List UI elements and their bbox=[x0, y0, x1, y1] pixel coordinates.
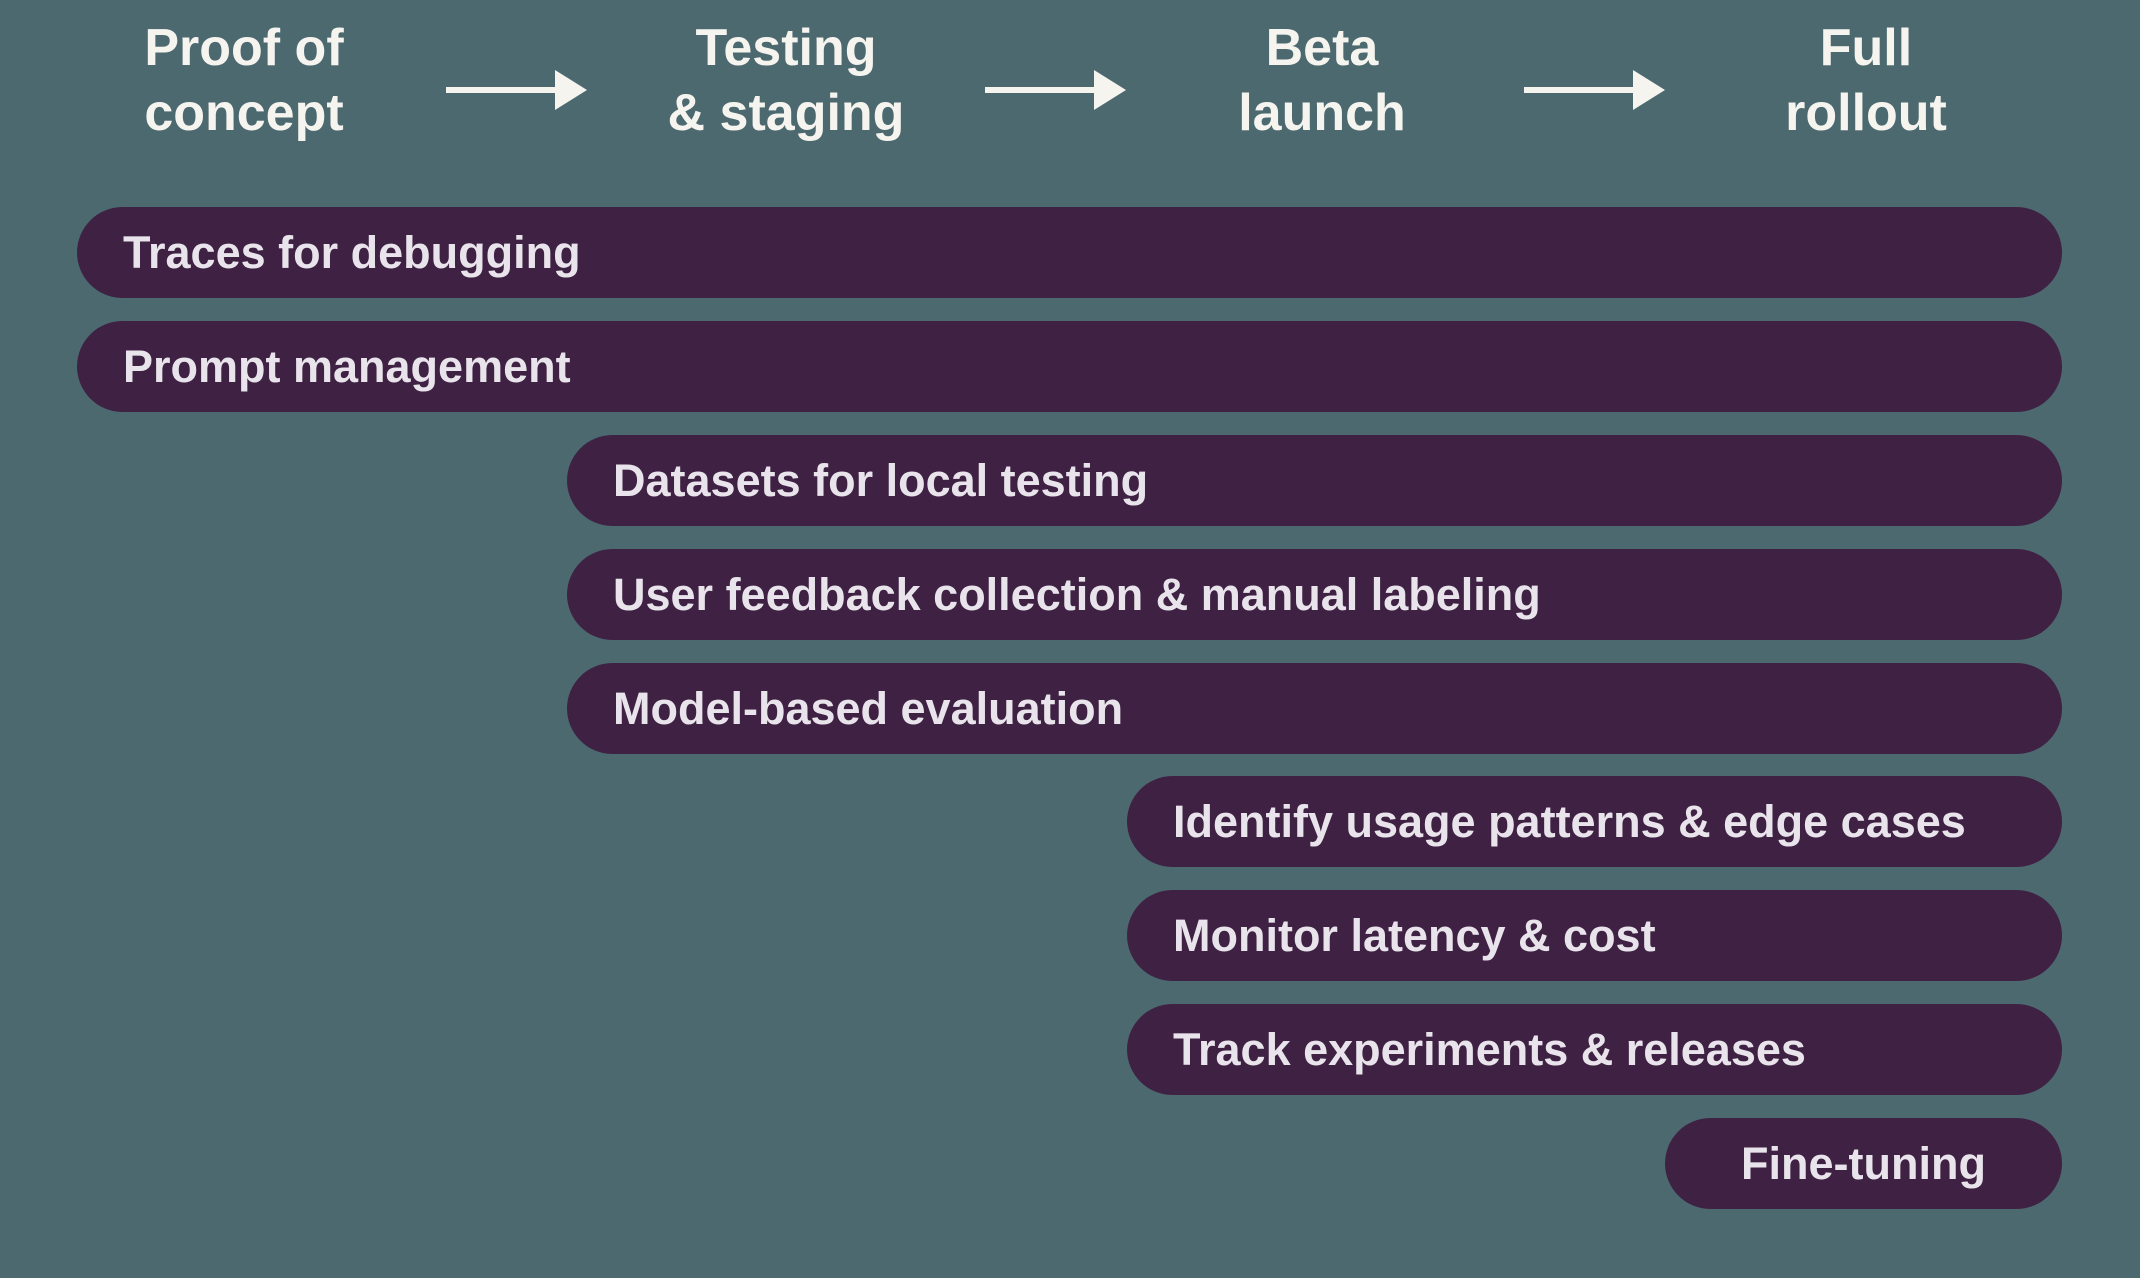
roadmap-bar-user-feedback-collection: User feedback collection & manual labeli… bbox=[567, 549, 2062, 640]
flow-arrow-icon bbox=[983, 68, 1126, 112]
roadmap-bar-traces-for-debugging: Traces for debugging bbox=[77, 207, 2062, 298]
stage-label-beta-launch: Beta launch bbox=[1238, 16, 1406, 146]
roadmap-bar-identify-usage-patterns: Identify usage patterns & edge cases bbox=[1127, 776, 2062, 867]
bar-label: Identify usage patterns & edge cases bbox=[1173, 795, 1966, 847]
bar-label: Fine-tuning bbox=[1741, 1137, 1986, 1189]
stage-label-proof-of-concept: Proof of concept bbox=[144, 16, 343, 146]
roadmap-bar-track-experiments-releases: Track experiments & releases bbox=[1127, 1004, 2062, 1095]
stage-line: & staging bbox=[667, 84, 905, 142]
bar-label: Model-based evaluation bbox=[613, 682, 1124, 734]
stage-label-testing-staging: Testing & staging bbox=[668, 16, 905, 146]
roadmap-bar-model-based-evaluation: Model-based evaluation bbox=[567, 663, 2062, 754]
flow-arrow-icon bbox=[1522, 68, 1665, 112]
stage-line: Beta bbox=[1265, 19, 1379, 77]
flow-arrow-icon bbox=[444, 68, 587, 112]
stage-line: rollout bbox=[1785, 84, 1947, 142]
bar-label: Track experiments & releases bbox=[1173, 1023, 1806, 1075]
roadmap-bar-prompt-management: Prompt management bbox=[77, 321, 2062, 412]
stage-label-full-rollout: Full rollout bbox=[1785, 16, 1947, 146]
stage-line: Testing bbox=[695, 19, 877, 77]
stage-line: Full bbox=[1819, 19, 1913, 77]
roadmap-bar-datasets-for-local-testing: Datasets for local testing bbox=[567, 435, 2062, 526]
roadmap-bar-fine-tuning: Fine-tuning bbox=[1665, 1118, 2062, 1209]
stage-line: Proof of bbox=[144, 19, 344, 77]
bar-label: User feedback collection & manual labeli… bbox=[613, 568, 1541, 620]
stage-line: launch bbox=[1238, 84, 1406, 142]
bar-label: Traces for debugging bbox=[123, 226, 581, 278]
bar-label: Monitor latency & cost bbox=[1173, 909, 1656, 961]
bar-label: Prompt management bbox=[123, 340, 571, 392]
roadmap-bar-monitor-latency-cost: Monitor latency & cost bbox=[1127, 890, 2062, 981]
bar-label: Datasets for local testing bbox=[613, 454, 1149, 506]
stage-line: concept bbox=[144, 84, 344, 142]
